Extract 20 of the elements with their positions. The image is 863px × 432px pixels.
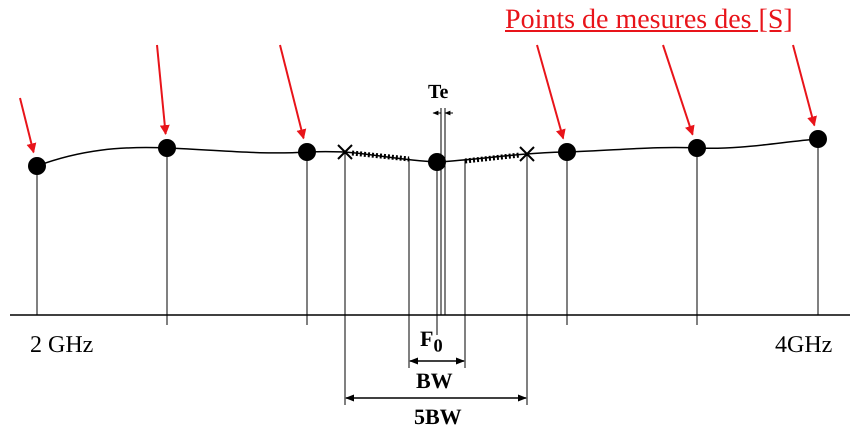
heading: Points de mesures des [S] (505, 6, 793, 34)
measurement-point (428, 153, 446, 171)
arrow (536, 44, 566, 140)
axis-label: 4GHz (775, 333, 832, 357)
dimension-label: Te (428, 82, 448, 102)
dimension-label: 5BW (414, 406, 462, 428)
measurement-point (688, 139, 706, 157)
measurement-point (298, 143, 316, 161)
arrow (19, 98, 36, 154)
measurement-point (28, 157, 46, 175)
axis-label: 2 GHz (30, 333, 94, 357)
arrow (279, 44, 306, 140)
arrow (662, 44, 695, 136)
frequency-label: F$_{0}$ (420, 328, 443, 355)
measurement-point (558, 143, 576, 161)
measurement-point (158, 139, 176, 157)
arrow (792, 44, 817, 126)
arrow (156, 44, 170, 136)
dimension-label: BW (416, 370, 453, 392)
measurement-point (809, 130, 827, 148)
